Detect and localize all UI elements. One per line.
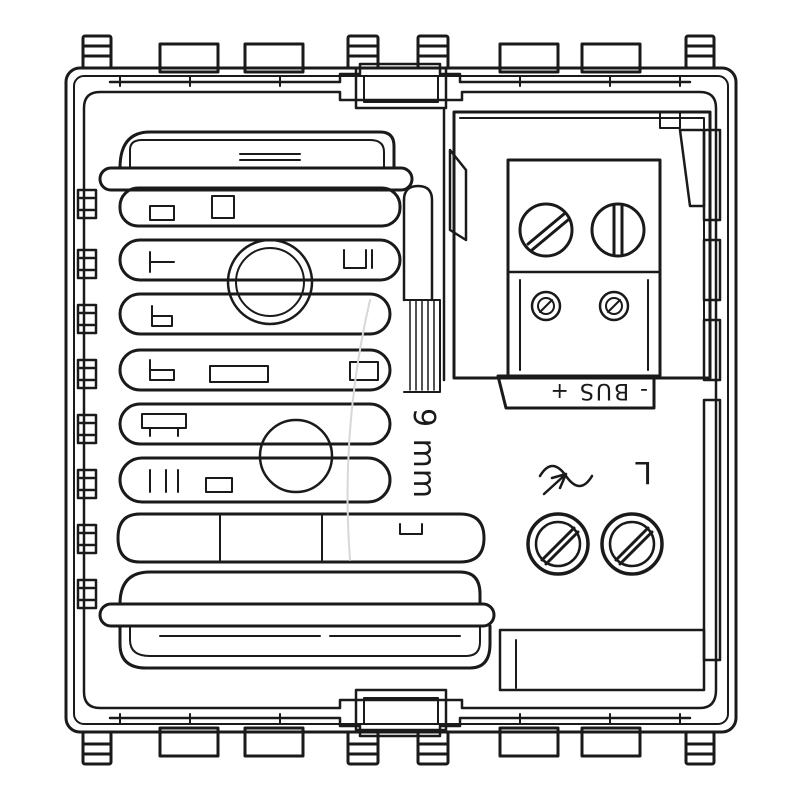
lower-right-housing: [498, 628, 706, 692]
right-side-clips: [702, 128, 722, 662]
bus-terminal-label: - BUS +: [548, 378, 648, 403]
top-tab-3: [243, 42, 305, 74]
top-tab-1: [81, 34, 113, 70]
bus-screw-minus: [518, 202, 574, 258]
top-tab-2: [158, 42, 220, 74]
bus-terminal-block: - BUS +: [452, 110, 712, 410]
bus-label-plate: [496, 374, 656, 410]
bottom-center-notch: [354, 688, 448, 732]
load-screw-right: [600, 512, 664, 576]
top-ridge: [108, 62, 692, 84]
vent-slot-7: [118, 456, 392, 504]
strip-length-label: 9 mm: [406, 408, 441, 499]
vent-slot-3: [118, 238, 402, 282]
inner-frame: [82, 90, 718, 710]
vent-slot-6: [118, 402, 392, 446]
top-mounting-tabs: [81, 34, 716, 74]
vent-slot-1: [98, 130, 414, 192]
bottom-tab-6: [498, 726, 560, 758]
top-tab-6: [498, 42, 560, 74]
bottom-tab-7: [580, 726, 642, 758]
vent-slot-8: [116, 512, 486, 564]
top-tab-7: [580, 42, 642, 74]
bus-small-screw-right: [598, 290, 630, 322]
vent-slot-9: [98, 570, 496, 670]
top-tab-5: [416, 34, 450, 70]
bottom-tab-1: [81, 730, 113, 766]
bottom-tab-8: [684, 730, 716, 766]
vent-grille: [98, 130, 496, 670]
dimmer-wave-icon: [538, 464, 594, 496]
bottom-tab-3: [243, 726, 305, 758]
vent-slot-5: [118, 348, 392, 392]
bus-small-screw-left: [530, 290, 562, 322]
load-screw-left: [526, 512, 590, 576]
load-terminal: L: [526, 454, 664, 576]
left-side-clips: [76, 188, 98, 610]
spring-contact: [402, 108, 468, 393]
vent-slot-2: [118, 186, 402, 228]
bottom-tab-2: [158, 726, 220, 758]
vent-slot-4: [118, 292, 392, 336]
bottom-ridge: [108, 716, 692, 738]
top-tab-8: [684, 34, 716, 70]
load-terminal-label: L: [635, 454, 652, 489]
device-body: [64, 62, 738, 738]
bus-screw-plus: [590, 202, 646, 258]
top-center-notch: [354, 66, 448, 110]
center-component: [226, 238, 334, 494]
